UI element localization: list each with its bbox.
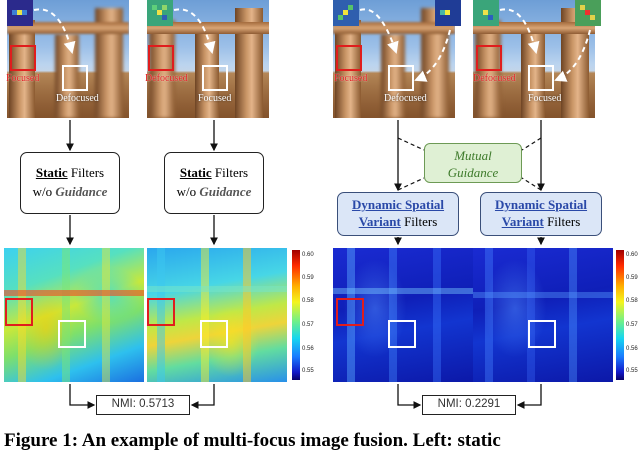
figure-caption: Figure 1: An example of multi-focus imag… — [4, 430, 640, 452]
